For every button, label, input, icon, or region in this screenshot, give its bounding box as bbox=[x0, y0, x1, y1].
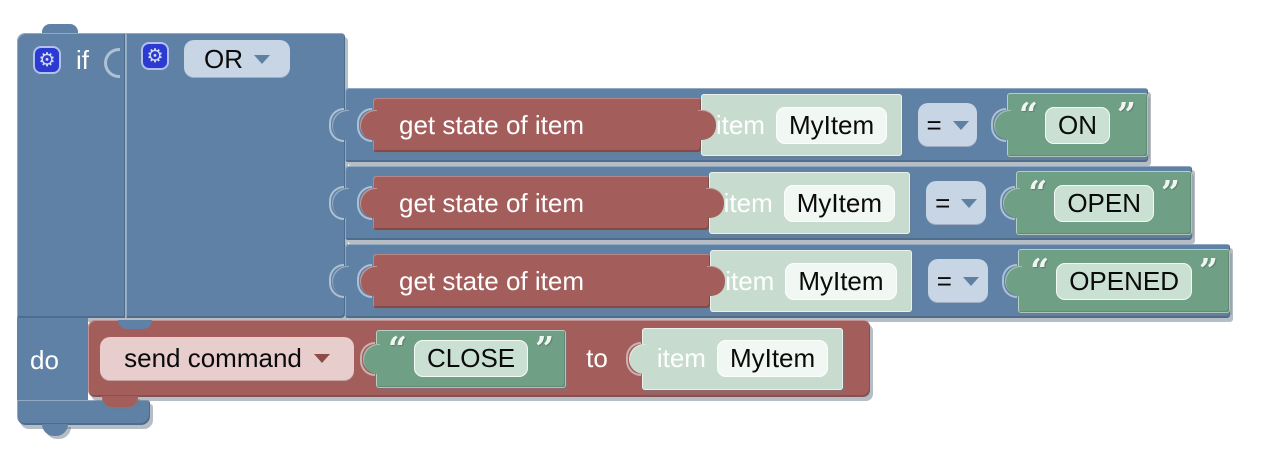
get-state-label: get state of item bbox=[399, 187, 584, 218]
close-quote: ” bbox=[1117, 95, 1136, 134]
if-bottom-tab bbox=[42, 424, 68, 436]
comparator-value: = bbox=[926, 109, 942, 140]
dropdown-arrow-icon bbox=[952, 120, 969, 130]
get-state-of-item-block[interactable]: get state of item bbox=[373, 98, 701, 152]
dropdown-arrow-icon bbox=[961, 198, 978, 208]
comparator-dropdown[interactable]: = bbox=[918, 103, 978, 147]
or-operator-dropdown[interactable]: OR bbox=[184, 40, 290, 78]
string-value-field[interactable]: OPENED bbox=[1056, 262, 1193, 300]
send-command-dropdown[interactable]: send command bbox=[100, 336, 354, 381]
comparator-dropdown[interactable]: = bbox=[925, 181, 987, 225]
dropdown-arrow-icon bbox=[254, 54, 270, 64]
dropdown-arrow-icon bbox=[962, 276, 979, 286]
item-block[interactable]: item MyItem bbox=[708, 172, 910, 234]
if-top-notch bbox=[42, 24, 78, 35]
string-block[interactable]: “ ON ” bbox=[1007, 93, 1148, 157]
open-quote: “ bbox=[1019, 95, 1039, 134]
item-label: item bbox=[725, 265, 775, 296]
get-state-of-item-block[interactable]: get state of item bbox=[373, 254, 711, 308]
open-quote: “ bbox=[1030, 251, 1050, 290]
send-command-bottom-tab bbox=[102, 396, 138, 407]
condition-row-block[interactable]: get state of item item MyItem = “ OPENED… bbox=[345, 244, 1230, 318]
item-label: item bbox=[715, 109, 765, 140]
item-label: item bbox=[723, 187, 773, 218]
dropdown-arrow-icon bbox=[313, 354, 330, 363]
string-value-field[interactable]: ON bbox=[1045, 106, 1111, 144]
send-command-value: send command bbox=[124, 343, 302, 373]
condition-row-block[interactable]: get state of item item MyItem = “ ON ” bbox=[345, 88, 1148, 162]
send-command-block[interactable]: send command “ CLOSE ” to item MyItem bbox=[88, 320, 870, 407]
comparator-dropdown[interactable]: = bbox=[927, 259, 989, 303]
string-block[interactable]: “ OPENED ” bbox=[1018, 249, 1230, 313]
string-block[interactable]: “ CLOSE ” bbox=[376, 328, 567, 388]
or-operator-value: OR bbox=[204, 43, 243, 74]
item-block[interactable]: item MyItem bbox=[641, 327, 844, 390]
if-label: if bbox=[76, 45, 89, 75]
close-quote: ” bbox=[1161, 173, 1180, 212]
get-state-label: get state of item bbox=[399, 109, 584, 140]
if-input-socket bbox=[104, 48, 120, 78]
statement-notch bbox=[118, 320, 152, 329]
string-block[interactable]: “ OPEN ” bbox=[1016, 171, 1192, 235]
to-label: to bbox=[586, 343, 608, 373]
comparator-value: = bbox=[936, 265, 952, 296]
if-block-body bbox=[17, 33, 125, 318]
item-name-field[interactable]: MyItem bbox=[783, 184, 895, 222]
item-name-field[interactable]: MyItem bbox=[716, 340, 829, 377]
item-name-field[interactable]: MyItem bbox=[775, 106, 888, 144]
item-block[interactable]: item MyItem bbox=[700, 94, 903, 156]
or-mutator-gear-icon[interactable]: ⚙ bbox=[141, 42, 169, 70]
do-label: do bbox=[30, 345, 59, 375]
open-quote: “ bbox=[1028, 173, 1048, 212]
or-block[interactable]: ⚙ OR bbox=[125, 33, 345, 318]
item-block[interactable]: item MyItem bbox=[710, 250, 912, 312]
condition-row-block[interactable]: get state of item item MyItem = “ OPEN ” bbox=[345, 166, 1192, 240]
string-value-field[interactable]: CLOSE bbox=[413, 340, 529, 377]
item-label: item bbox=[656, 343, 706, 373]
open-quote: “ bbox=[388, 328, 407, 368]
item-name-field[interactable]: MyItem bbox=[785, 262, 897, 300]
if-block-lower-column bbox=[17, 318, 88, 400]
close-quote: ” bbox=[535, 328, 555, 368]
if-mutator-gear-icon[interactable]: ⚙ bbox=[33, 46, 61, 74]
string-value-field[interactable]: OPEN bbox=[1054, 184, 1155, 222]
close-quote: ” bbox=[1199, 251, 1218, 290]
get-state-of-item-block[interactable]: get state of item bbox=[373, 176, 709, 230]
get-state-label: get state of item bbox=[399, 265, 584, 296]
comparator-value: = bbox=[935, 187, 951, 218]
